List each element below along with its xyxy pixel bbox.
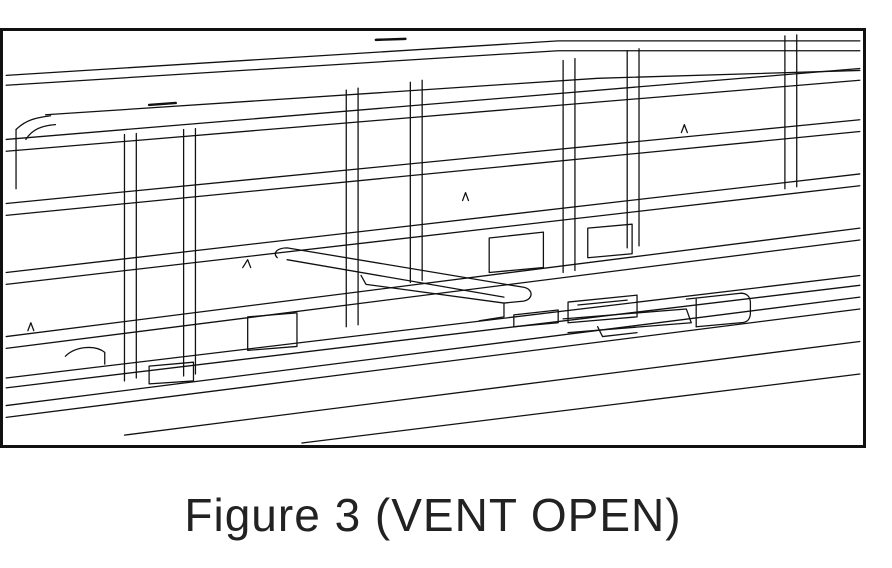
housing-slot-marks [147, 37, 407, 107]
figure-caption: Figure 3 (VENT OPEN) [184, 489, 682, 541]
front-base-rails [5, 296, 861, 444]
vent-grille-illustration [5, 34, 861, 444]
vent-illustration-frame [0, 28, 866, 448]
vertical-ribs [123, 34, 798, 382]
housing-back-edges [5, 40, 861, 190]
rib-bases [148, 223, 633, 385]
vent-slider-mechanism [274, 247, 559, 328]
floor-pegs [27, 124, 688, 332]
louver-slats [5, 67, 861, 389]
